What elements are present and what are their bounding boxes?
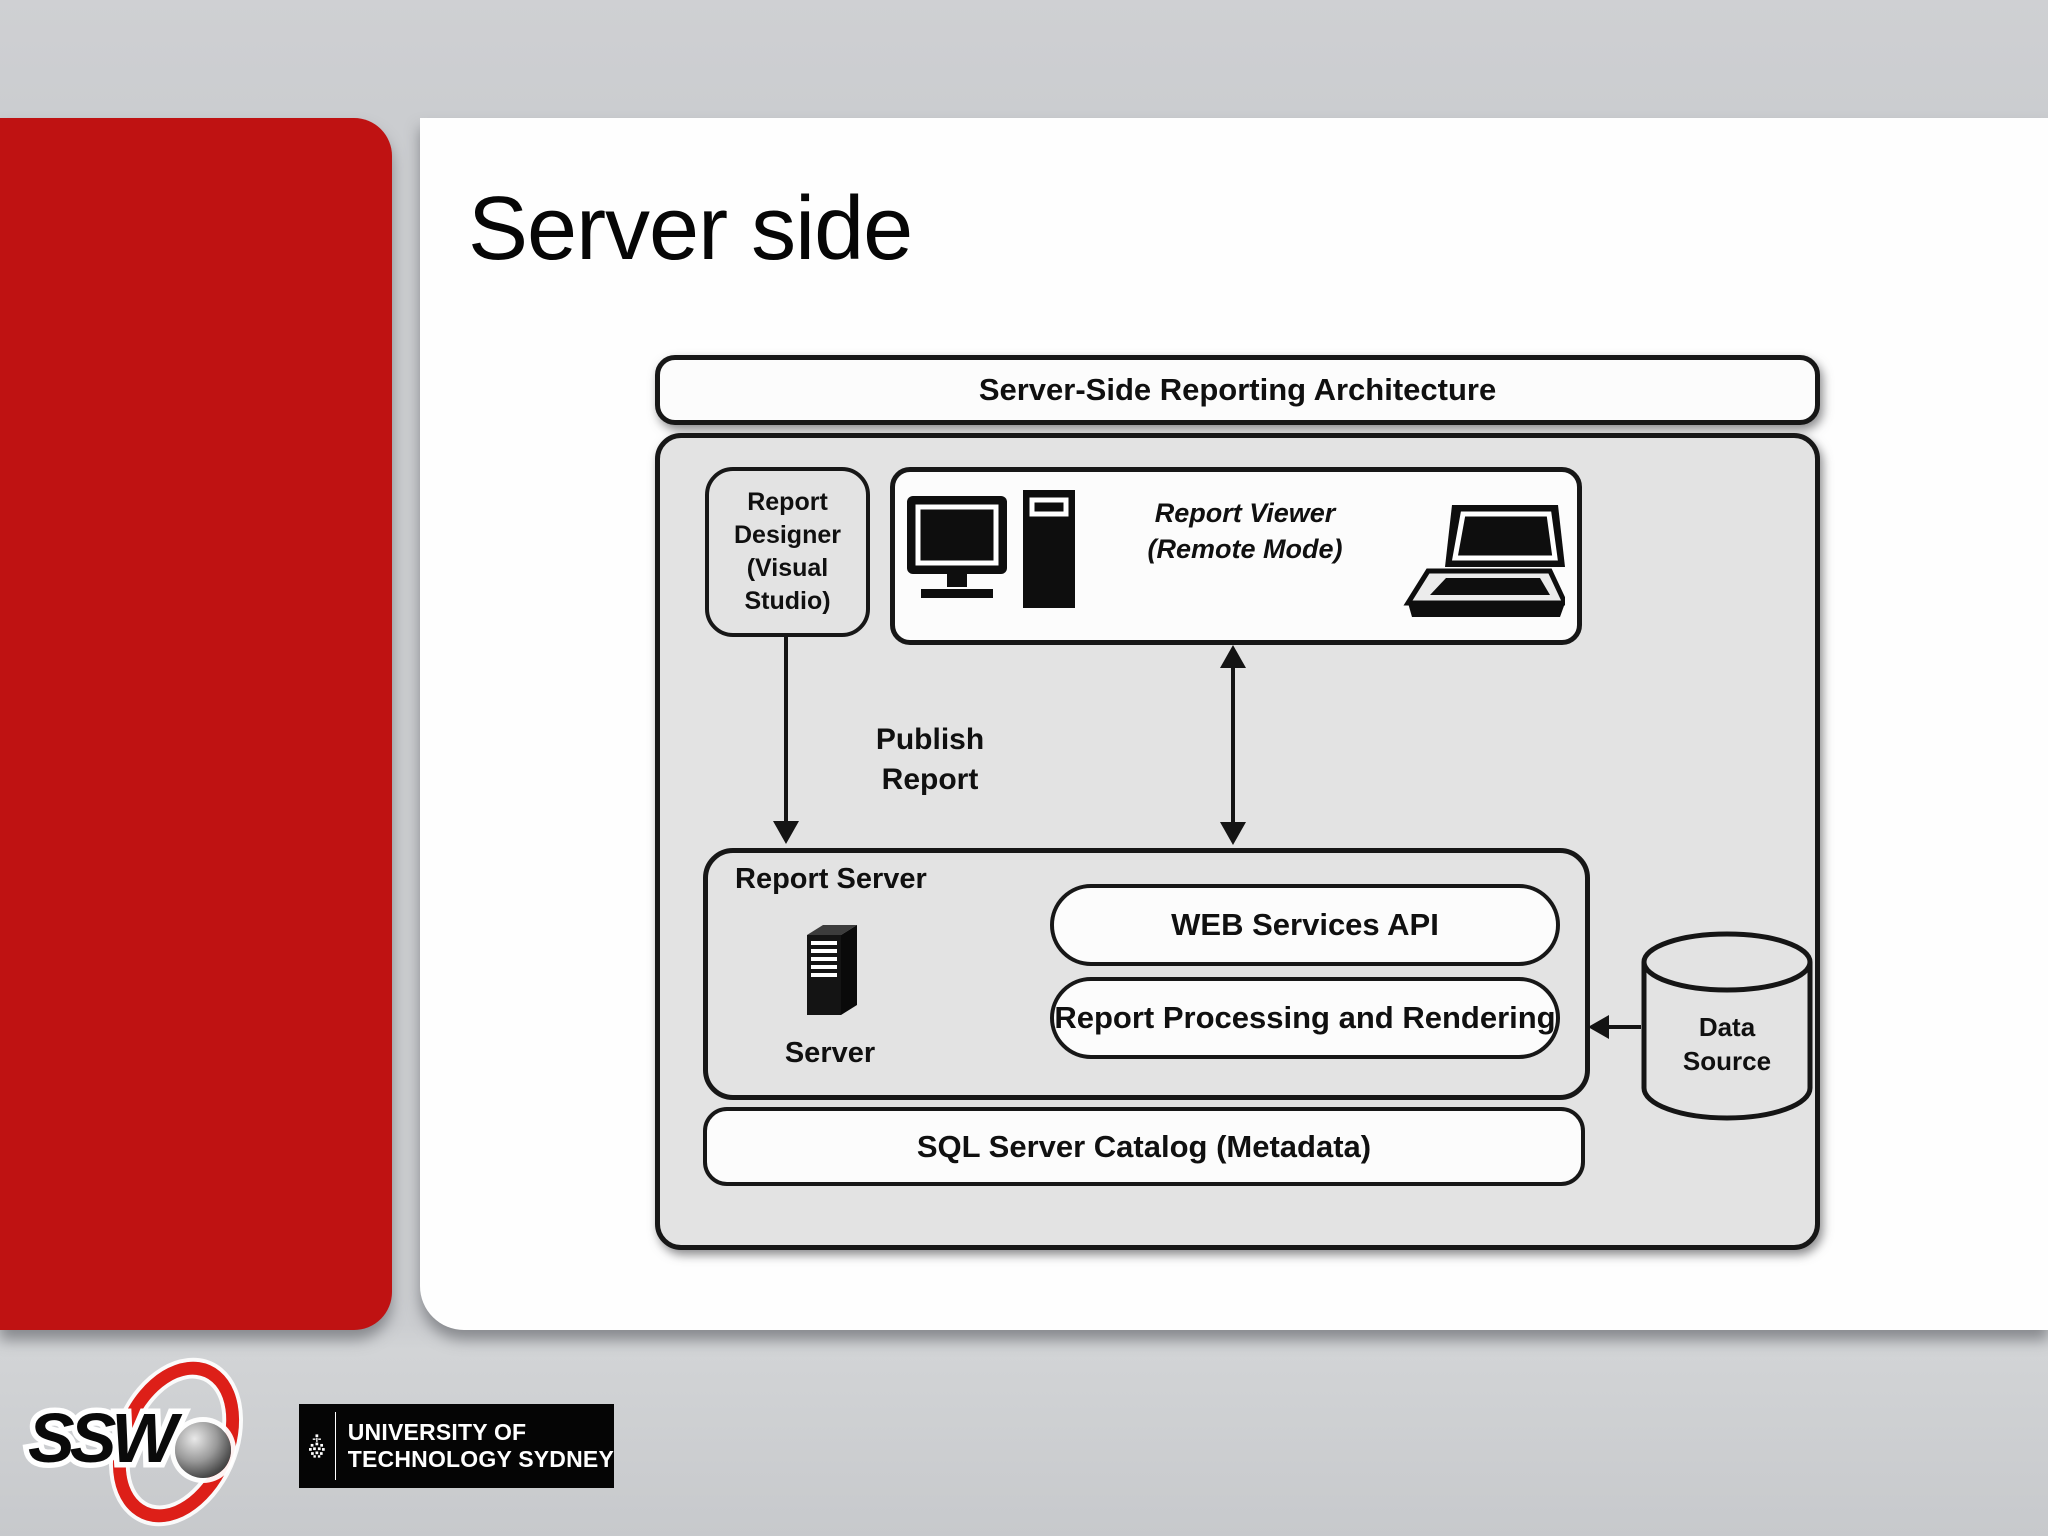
content-panel: Server side Server-Side Reporting Archit…: [420, 118, 2048, 1330]
viewer-server-arrow-line: [1231, 663, 1235, 825]
desktop-computer-icon: [907, 490, 1075, 608]
architecture-diagram: Server-Side Reporting Architecture Repor…: [655, 355, 1820, 1250]
uts-logo-line: UNIVERSITY OF: [347, 1419, 527, 1445]
diagram-title-box: Server-Side Reporting Architecture: [655, 355, 1820, 425]
report-processing-label: Report Processing and Rendering: [1054, 1000, 1556, 1035]
report-viewer-line: (Remote Mode): [1147, 534, 1343, 564]
data-source-line: Source: [1682, 1046, 1772, 1076]
report-processing-box: Report Processing and Rendering: [1050, 977, 1560, 1059]
report-designer-line: Studio): [744, 587, 831, 615]
report-viewer-label: Report Viewer (Remote Mode): [1115, 495, 1375, 567]
sql-catalog-box: SQL Server Catalog (Metadata): [703, 1107, 1585, 1186]
publish-report-label: Publish Report: [830, 720, 1030, 800]
report-designer-line: (Visual: [746, 554, 829, 582]
database-cylinder-icon: [1641, 931, 1813, 1121]
ssw-logo-text: SSW: [28, 1399, 183, 1477]
globe-icon: [175, 1422, 231, 1478]
viewer-server-arrow-head-top: [1220, 645, 1246, 668]
publish-arrow-line: [784, 637, 788, 823]
laptop-icon: [1403, 505, 1565, 617]
report-designer-box: Report Designer (Visual Studio): [705, 467, 870, 637]
publish-line: Report: [881, 763, 979, 796]
report-viewer-line: Report Viewer: [1154, 498, 1336, 528]
viewer-server-arrow-head-bottom: [1220, 822, 1246, 845]
server-tower-icon: [807, 925, 857, 1015]
data-source-line: Data: [1698, 1012, 1756, 1042]
datasource-arrow-head: [1588, 1015, 1609, 1039]
datasource-arrow-line: [1607, 1025, 1641, 1029]
web-services-api-box: WEB Services API: [1050, 884, 1560, 966]
uts-logo-text: UNIVERSITY OF TECHNOLOGY SYDNEY: [348, 1419, 614, 1473]
publish-line: Publish: [875, 723, 985, 756]
report-designer-line: Designer: [734, 521, 841, 549]
web-services-api-label: WEB Services API: [1171, 907, 1439, 942]
uts-emblem-icon: [309, 1434, 325, 1458]
report-server-label: Report Server: [735, 863, 927, 895]
left-accent-panel: [0, 118, 392, 1330]
data-source-label: Data Source: [1638, 1010, 1816, 1078]
uts-logo-line: TECHNOLOGY SYDNEY: [347, 1446, 614, 1472]
report-designer-line: Report: [747, 488, 828, 516]
server-caption: Server: [784, 1037, 876, 1069]
uts-logo: UNIVERSITY OF TECHNOLOGY SYDNEY: [299, 1404, 614, 1488]
diagram-title: Server-Side Reporting Architecture: [978, 372, 1497, 407]
page-title: Server side: [468, 179, 913, 279]
publish-arrow-head: [773, 821, 799, 844]
ssw-logo: SSW: [23, 1394, 194, 1483]
sql-catalog-label: SQL Server Catalog (Metadata): [916, 1128, 1372, 1164]
uts-logo-divider: [334, 1412, 336, 1480]
